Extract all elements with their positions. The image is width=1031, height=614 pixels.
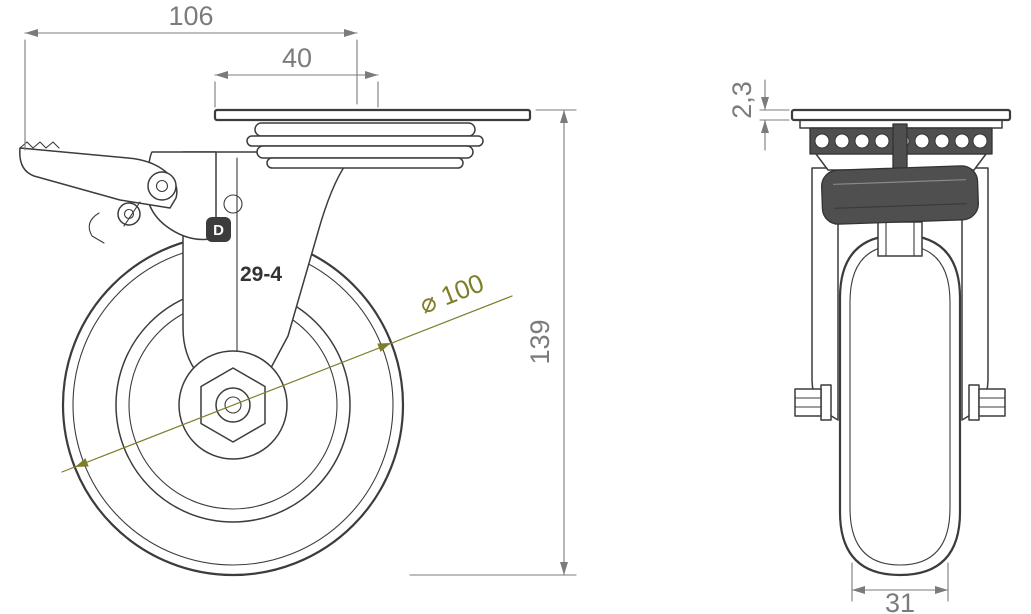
dim-arrow-lower [75, 458, 89, 467]
dim-arrow-upper [377, 343, 391, 352]
dim-overall-length: 106 [24, 1, 358, 151]
dim-text-diameter: ⌀ 100 [415, 268, 488, 320]
logo-badge: D [206, 217, 231, 242]
bearing-ball [874, 133, 890, 149]
mounting-plate-front [790, 108, 1012, 122]
part-number-label: 29-4 [240, 263, 282, 286]
dim-arrow-right [344, 29, 357, 37]
dim-text-106: 106 [168, 1, 213, 31]
brake-lever [19, 141, 217, 244]
dim-arrow-bottom [560, 562, 568, 575]
swivel-race-bottom [266, 157, 464, 169]
bearing-ball [934, 133, 950, 149]
side-fork-leg [182, 151, 347, 393]
swivel-race-bulge [246, 135, 484, 147]
dim-arrow-right [935, 586, 948, 594]
lever-pivot2-outer [117, 202, 141, 226]
axle-nut-right [978, 388, 1006, 417]
dim-swivel-offset: 40 [214, 43, 379, 108]
kingpin [892, 123, 908, 169]
front-view [790, 108, 1012, 577]
bearing-ball [972, 133, 988, 149]
axle-washer-left [820, 384, 832, 421]
logo-letter: D [213, 222, 224, 239]
axle-nut-left [794, 388, 822, 417]
dim-arrow-left [215, 71, 228, 79]
mounting-plate-side [213, 108, 532, 122]
fork-crown [877, 221, 923, 257]
pedal-body [821, 165, 979, 225]
dim-text-40: 40 [282, 43, 312, 73]
lever-link-line [123, 201, 141, 227]
lever-serration [19, 141, 60, 149]
pedal-ridge [833, 203, 967, 209]
bearing-ball [814, 133, 830, 149]
brake-pedal [821, 165, 979, 225]
fork-hole [223, 194, 243, 214]
bearing-ball [854, 133, 870, 149]
dim-arrow-left [25, 29, 38, 37]
front-wheel-tread-inner [849, 244, 951, 566]
bearing-ball [954, 133, 970, 149]
bearing-ball [834, 133, 850, 149]
pedal-ridge [832, 179, 967, 185]
dim-arrow-right [365, 71, 378, 79]
logo-square [206, 217, 231, 242]
dim-arrow-up [761, 120, 769, 133]
front-wheel-tread [838, 233, 962, 577]
dim-text-139: 139 [525, 319, 555, 364]
front-axle-hardware [794, 384, 1006, 421]
lever-spring-hook [88, 212, 105, 244]
swivel-race-lower [256, 145, 474, 159]
front-swivel-bearing [799, 118, 1003, 171]
bearing-ball [914, 133, 930, 149]
dim-arrow-left [852, 586, 865, 594]
dim-arrow-down [761, 97, 769, 110]
dim-arrow-top [560, 110, 568, 123]
axle-washer-right [968, 384, 980, 421]
swivel-race-top [254, 122, 476, 137]
lever-pivot-pin [155, 179, 169, 193]
dim-text-31: 31 [885, 588, 915, 614]
dim-overall-height: 139 [409, 109, 577, 576]
axle-center [224, 396, 242, 414]
swivel-head [246, 122, 484, 169]
side-view: D 29-4 [19, 108, 532, 577]
dim-plate-thickness: 2,3 [727, 79, 790, 151]
lever-pivot-outer [147, 171, 177, 201]
diameter-line [61, 295, 513, 473]
dim-wheel-width: 31 [851, 562, 949, 614]
dim-text-thickness: 2,3 [727, 81, 757, 119]
